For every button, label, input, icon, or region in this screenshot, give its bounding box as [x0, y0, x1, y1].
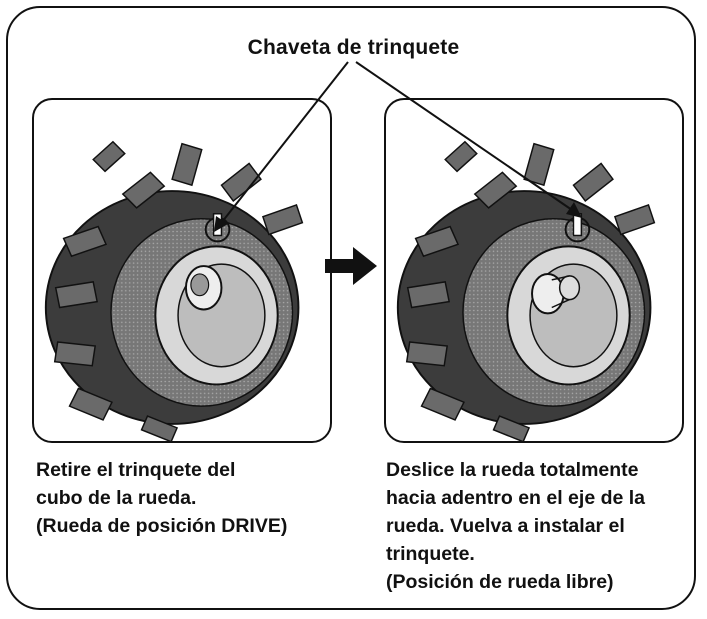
wheel-illustration-free — [396, 140, 656, 441]
arrow-right-icon — [325, 247, 377, 285]
caption-line: Retire el trinquete del — [36, 459, 236, 481]
callout-label: Chaveta de trinquete — [247, 36, 460, 59]
caption-line: rueda. Vuelva a instalar el — [386, 515, 625, 537]
wheel-illustration-drive — [44, 140, 304, 441]
caption-line: Deslice la rueda totalmente — [386, 459, 639, 481]
caption-line: trinquete. — [386, 543, 475, 565]
panel-drive-position — [32, 98, 332, 443]
caption-line: (Posición de rueda libre) — [386, 571, 614, 593]
caption-line: hacia adentro en el eje de la — [386, 487, 646, 509]
caption-free-wheel-position: Deslice la rueda totalmente hacia adentr… — [386, 456, 645, 596]
panel-free-wheel-position — [384, 98, 684, 443]
caption-drive-position: Retire el trinquete del cubo de la rueda… — [36, 456, 287, 540]
caption-line: (Rueda de posición DRIVE) — [36, 515, 288, 537]
caption-line: cubo de la rueda. — [36, 487, 197, 509]
outer-frame — [6, 6, 696, 610]
